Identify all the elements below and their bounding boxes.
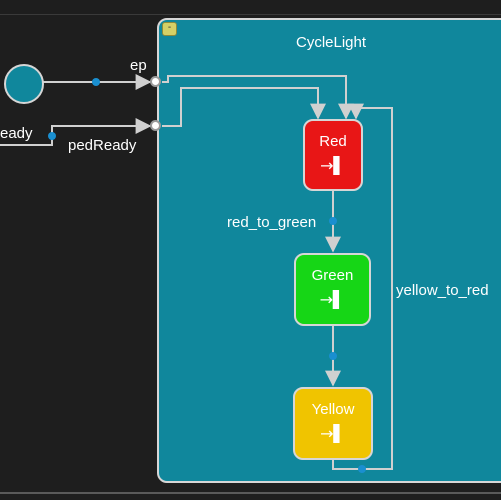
entry-action-icon: →▌ (320, 156, 346, 175)
edge-handle[interactable] (92, 78, 100, 86)
edge-handle[interactable] (329, 352, 337, 360)
entry-point-label: ep (130, 57, 147, 74)
edge-handle[interactable] (358, 465, 366, 473)
edge-handle[interactable] (329, 217, 337, 225)
state-machine-title: CycleLight (296, 34, 367, 51)
pedready-left-label: eady (0, 125, 33, 142)
pedready-port[interactable] (150, 120, 161, 131)
edge-handle[interactable] (48, 132, 56, 140)
state-name: Red (319, 133, 347, 150)
entry-action-icon: →▌ (319, 290, 346, 309)
bottom-divider (0, 492, 501, 494)
state-name: Yellow (311, 401, 355, 418)
collapse-icon[interactable]: - (162, 22, 177, 36)
entry-action-icon: →▌ (320, 424, 346, 443)
initial-node[interactable] (4, 64, 44, 104)
red-to-green-label: red_to_green (227, 214, 317, 231)
state-red[interactable]: Red →▌ (303, 119, 363, 191)
yellow-to-red-edge[interactable] (332, 103, 393, 470)
state-yellow[interactable]: Yellow →▌ (293, 387, 373, 460)
entry-point-port[interactable] (150, 76, 161, 87)
pedready-label: pedReady (68, 137, 137, 154)
pedready-to-red-edge[interactable] (162, 87, 326, 127)
state-name: Green (311, 267, 354, 284)
ep-to-red-edge[interactable] (162, 75, 354, 120)
yellow-to-red-label: yellow_to_red (396, 282, 489, 299)
top-divider (0, 14, 501, 15)
state-green[interactable]: Green →▌ (294, 253, 371, 326)
